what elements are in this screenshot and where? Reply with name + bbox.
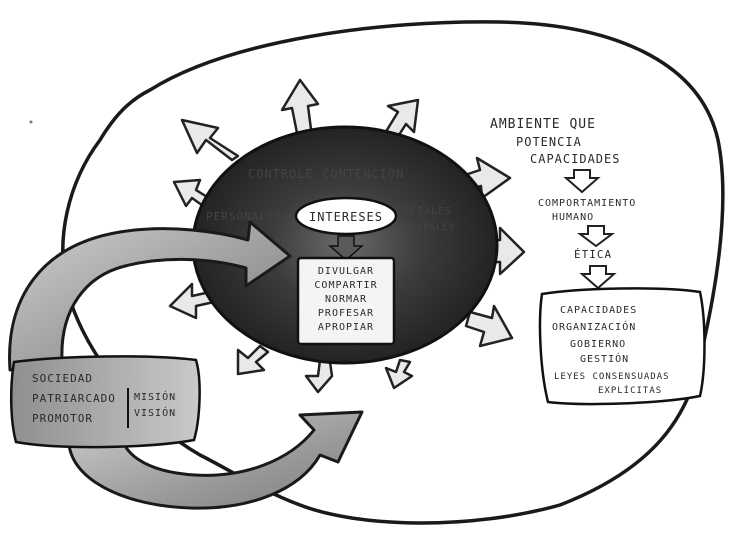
curved-arrow-to-core bbox=[8, 220, 292, 372]
core-left-text: PERSONALES bbox=[206, 210, 282, 223]
core-right-text: SOCIALES bbox=[396, 206, 452, 217]
flow-arrow-icon bbox=[563, 169, 601, 194]
result-line: LEYES CONSENSUADAS bbox=[554, 372, 670, 382]
society-side: MISIÓN bbox=[134, 390, 176, 403]
flow-arrow-icon bbox=[577, 225, 615, 248]
result-line: GOBIERNO bbox=[570, 339, 626, 350]
society-side: VISIÓN bbox=[134, 406, 176, 419]
society-box bbox=[9, 355, 201, 449]
result-line: GESTIÓN bbox=[580, 352, 629, 365]
flow-title-line: AMBIENTE QUE bbox=[490, 117, 596, 132]
flow-behavior-line: COMPORTAMIENTO bbox=[538, 198, 636, 209]
intereses-label: INTERESES bbox=[309, 210, 383, 224]
action-item: NORMAR bbox=[325, 294, 367, 305]
flow-ethics: ÉTICA bbox=[574, 248, 612, 261]
result-box bbox=[538, 287, 706, 406]
flow-title-line: POTENCIA bbox=[516, 135, 582, 149]
society-line: PATRIARCADO bbox=[32, 392, 116, 405]
action-item: COMPARTIR bbox=[314, 280, 377, 291]
curved-arrow-outward bbox=[67, 410, 364, 510]
result-line: ORGANIZACIÓN bbox=[552, 320, 636, 333]
right-flow: AMBIENTE QUE POTENCIA CAPACIDADES COMPOR… bbox=[490, 117, 706, 406]
flow-title-line: CAPACIDADES bbox=[530, 152, 620, 166]
actions-box bbox=[296, 256, 396, 346]
core-right-sub-text: GRUPALES bbox=[404, 223, 455, 233]
intereses-oval bbox=[294, 196, 398, 236]
flow-behavior-line: HUMANO bbox=[552, 212, 594, 223]
core-top-text: CONTROLE CONTENCIÓN bbox=[248, 166, 404, 181]
result-line: EXPLÍCITAS bbox=[598, 384, 662, 396]
speck bbox=[29, 120, 33, 124]
actions-list: DIVULGAR COMPARTIR NORMAR PROFESAR APROP… bbox=[314, 266, 377, 333]
action-item: DIVULGAR bbox=[318, 266, 374, 277]
action-item: PROFESAR bbox=[318, 308, 374, 319]
society-line: PROMOTOR bbox=[32, 412, 93, 425]
society-line: SOCIEDAD bbox=[32, 372, 93, 385]
core-down-arrow bbox=[328, 235, 364, 261]
action-item: APROPIAR bbox=[318, 322, 374, 333]
result-line: CAPACIDADES bbox=[560, 305, 637, 316]
flow-arrow-icon bbox=[579, 265, 617, 290]
